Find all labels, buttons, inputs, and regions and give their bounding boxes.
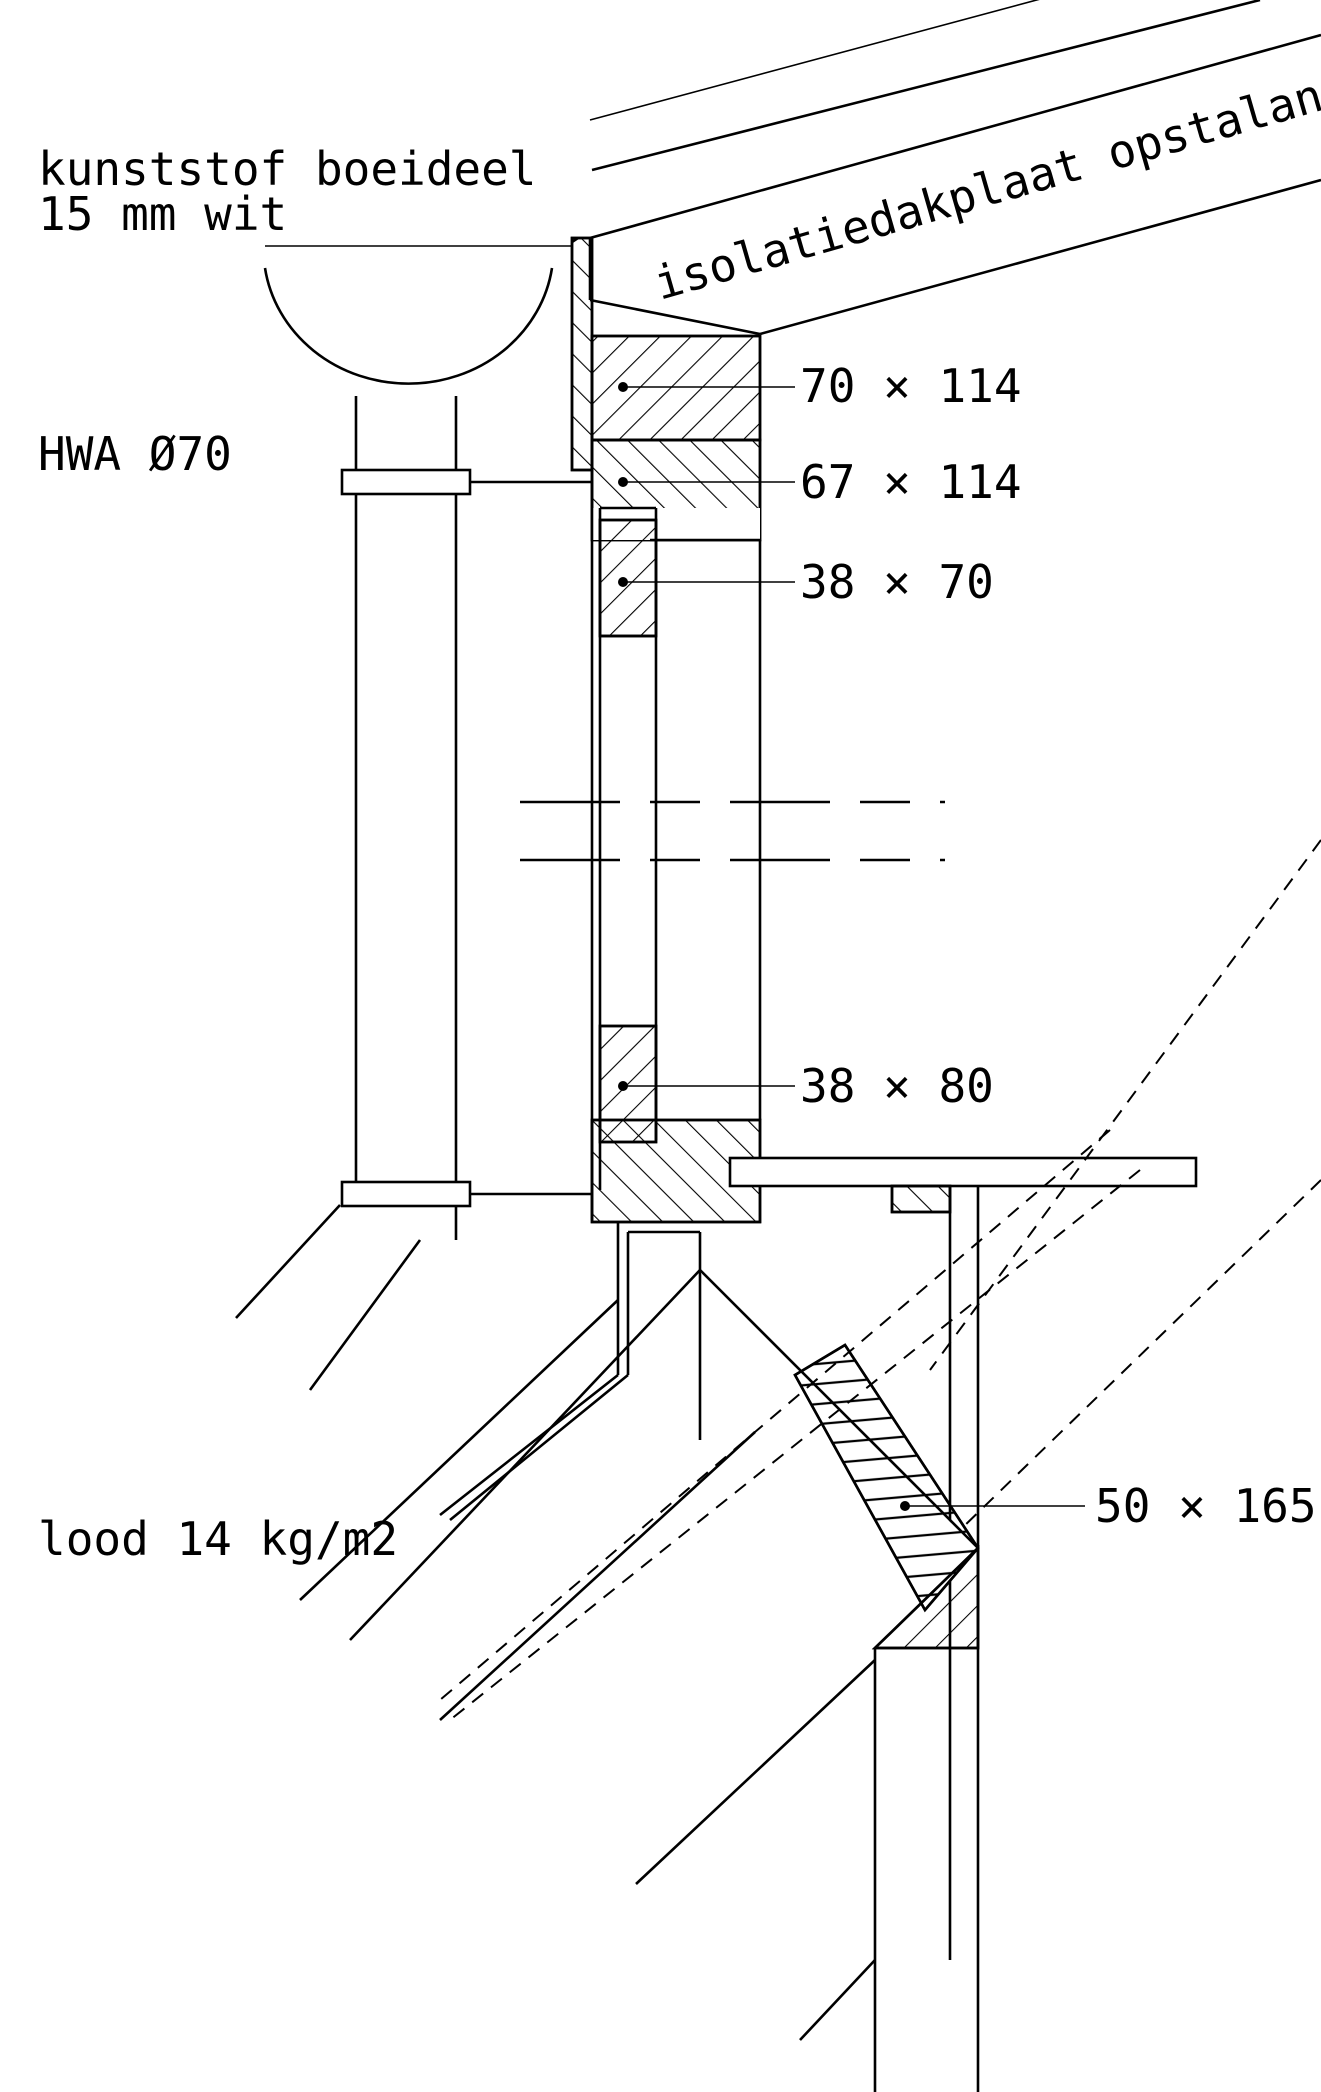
label-dim-38x80: 38 × 80	[800, 1059, 994, 1113]
roof-panel	[588, 0, 1321, 336]
label-boeideel-line2: 15 mm wit	[38, 187, 287, 241]
label-dim-70x114: 70 × 114	[800, 359, 1022, 413]
lower-frame	[616, 1222, 980, 2092]
label-hwa: HWA Ø70	[38, 427, 232, 481]
label-dim-50x165: 50 × 165	[1095, 1479, 1317, 1533]
fascia-board	[570, 236, 594, 472]
label-dim-38x70: 38 × 70	[800, 555, 994, 609]
label-dakplaat: isolatiedakplaat opstalan	[648, 68, 1321, 311]
downpipe	[340, 396, 592, 1240]
label-boeideel-line1: kunststof boeideel	[38, 142, 537, 196]
leader-lines	[589, 0, 1085, 1511]
dashed-guides	[439, 839, 1321, 1721]
gutter	[263, 245, 572, 385]
lead-flashing	[235, 1204, 876, 2041]
label-dim-67x114: 67 × 114	[800, 455, 1022, 509]
label-lood: lood 14 kg/m2	[38, 1512, 398, 1566]
